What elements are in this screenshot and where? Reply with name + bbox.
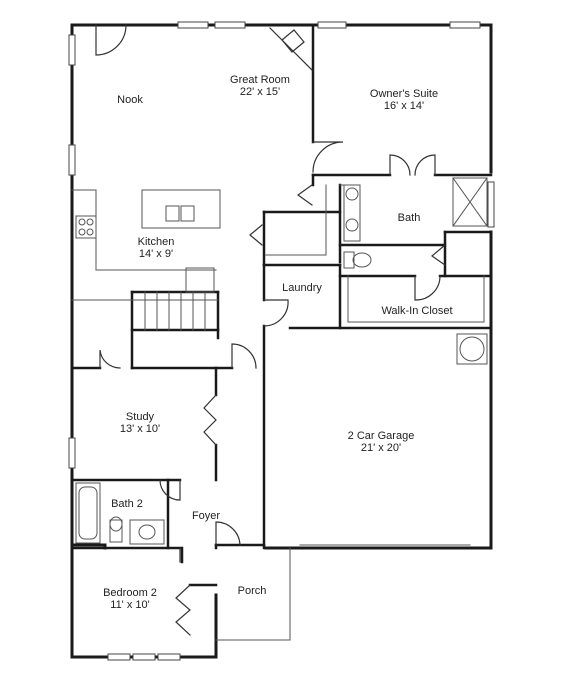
room-name: Study — [125, 411, 155, 423]
room-name: Bedroom 2 — [103, 587, 157, 599]
room-label-nook: Nook — [117, 94, 143, 106]
doors — [95, 24, 446, 636]
room-name: Kitchen — [137, 236, 175, 248]
room-size: 13' x 10' — [119, 423, 161, 435]
room-name: Bath 2 — [111, 498, 143, 510]
room-label-owners-suite: Owner's Suite 16' x 14' — [370, 88, 438, 112]
room-label-great-room: Great Room 22' x 15' — [230, 74, 290, 98]
room-label-bath: Bath — [398, 212, 421, 224]
room-label-laundry: Laundry — [282, 282, 322, 294]
room-name: Nook — [117, 94, 143, 106]
room-label-foyer: Foyer — [192, 510, 220, 522]
room-name: 2 Car Garage — [347, 430, 415, 442]
room-size: 11' x 10' — [110, 599, 150, 611]
room-name: Walk-In Closet — [381, 305, 453, 317]
room-label-bedroom2: Bedroom 2 11' x 10' — [103, 587, 157, 611]
room-label-kitchen: Kitchen 14' x 9' — [138, 236, 175, 260]
room-label-garage: 2 Car Garage 21' x 20' — [348, 430, 415, 454]
room-name: Foyer — [191, 510, 221, 522]
room-name: Laundry — [282, 282, 322, 294]
room-label-bath2: Bath 2 — [111, 498, 143, 510]
room-label-walk-in-closet: Walk-In Closet — [381, 305, 452, 317]
room-name: Porch — [237, 585, 267, 597]
interior-walls — [70, 23, 493, 587]
exterior-walls — [70, 23, 493, 659]
room-size: 14' x 9' — [138, 248, 174, 260]
room-name: Owner's Suite — [369, 88, 439, 100]
room-name: Great Room — [230, 74, 290, 86]
windows — [68, 21, 495, 661]
room-size: 21' x 20' — [360, 442, 402, 454]
room-size: 16' x 14' — [383, 100, 425, 112]
room-label-porch: Porch — [238, 585, 267, 597]
fixtures-thin — [71, 177, 488, 641]
room-label-study: Study 13' x 10' — [120, 411, 160, 435]
room-name: Bath — [397, 212, 421, 224]
room-size: 22' x 15' — [239, 86, 281, 98]
